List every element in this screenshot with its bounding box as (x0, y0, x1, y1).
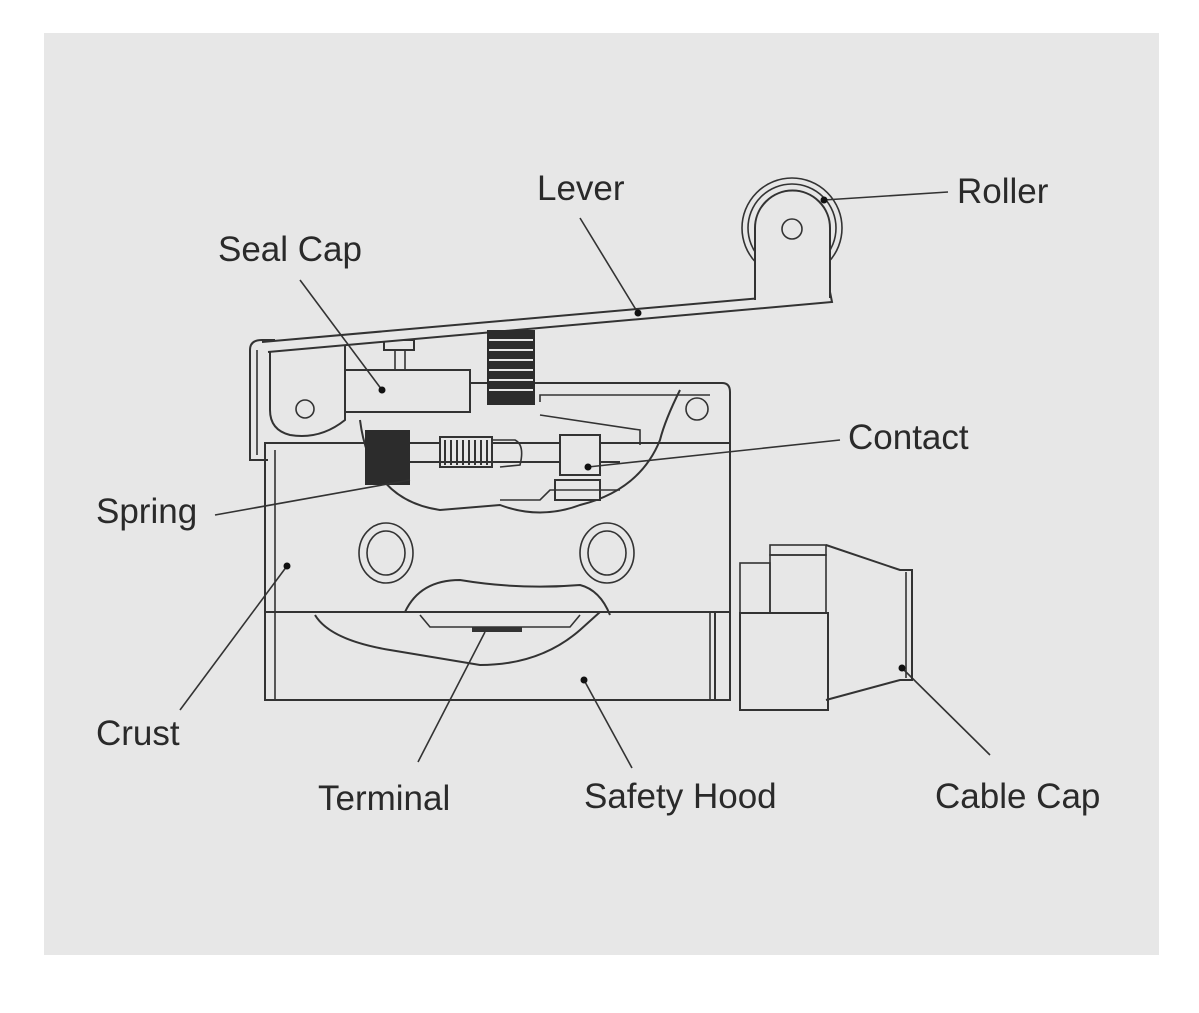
mechanism-cutout (359, 389, 681, 514)
cable-cap (739, 544, 913, 711)
label-safety-hood: Safety Hood (584, 777, 777, 816)
terminal-cutout (314, 578, 611, 667)
crust-body (264, 442, 731, 701)
leader-lines (179, 191, 991, 769)
label-cable-cap: Cable Cap (935, 777, 1100, 816)
roller (741, 177, 843, 300)
label-crust: Crust (96, 714, 180, 753)
label-lever: Lever (537, 169, 625, 208)
lever-pivot (269, 340, 346, 437)
label-spring: Spring (96, 492, 197, 531)
upper-housing (249, 339, 731, 461)
label-contact: Contact (848, 418, 969, 457)
label-terminal: Terminal (318, 779, 450, 818)
seal-cap (344, 339, 471, 413)
top-spring (487, 330, 535, 405)
label-roller: Roller (957, 172, 1049, 211)
mounting-holes (358, 522, 635, 584)
diagram-panel (44, 33, 1159, 955)
label-seal-cap: Seal Cap (218, 230, 362, 269)
